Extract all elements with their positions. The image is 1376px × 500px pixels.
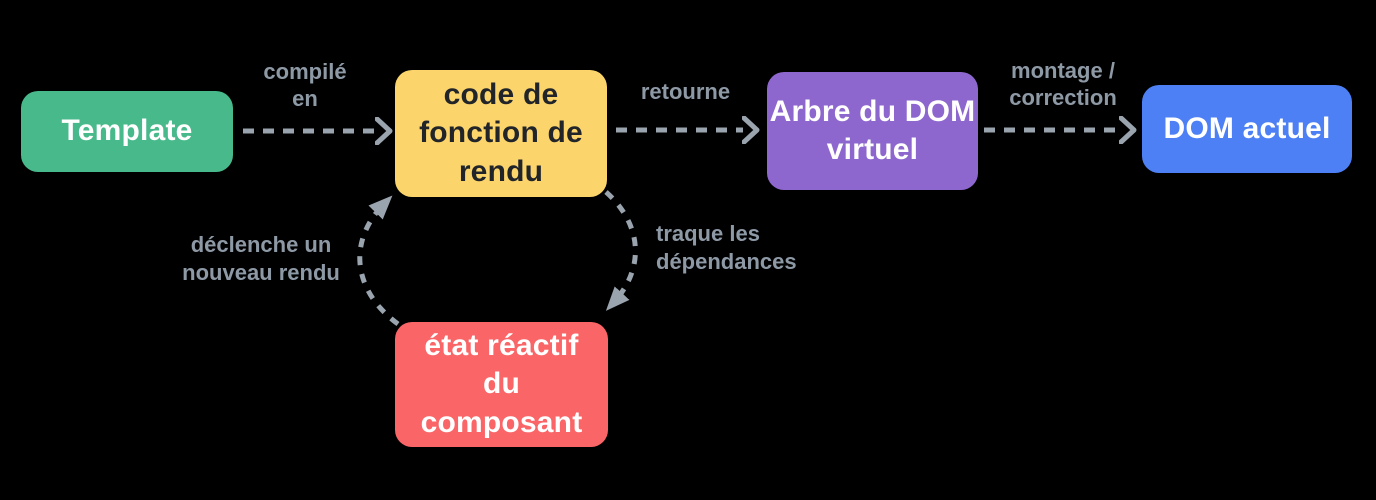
node-actual-dom: DOM actuel: [1142, 85, 1352, 173]
edge-label-triggers-rerender: déclenche un nouveau rendu: [182, 232, 340, 285]
edge-label-tracks-dependencies: traque les dépendances: [656, 221, 797, 274]
arrow-track-dependencies: [604, 190, 638, 311]
edge-label-returns: retourne: [640, 79, 731, 104]
node-virtual-dom-tree: Arbre du DOM virtuel: [767, 72, 978, 190]
edge-label-compiled-into: compilé en: [263, 59, 347, 111]
node-render-function: code de fonction de rendu: [395, 70, 607, 197]
node-reactive-state: état réactif du composant: [395, 322, 608, 447]
edge-label-mount-patch: montage / correction: [1009, 58, 1117, 110]
node-template: Template: [21, 91, 233, 172]
arrow-trigger-rerender: [357, 195, 400, 327]
